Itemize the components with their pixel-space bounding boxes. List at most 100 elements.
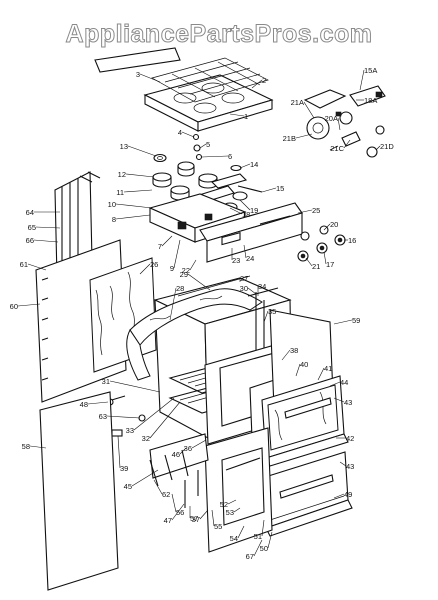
- callout-label: 67: [246, 552, 254, 561]
- callout-label: 16: [348, 236, 356, 245]
- callout-label: 18A: [364, 96, 377, 105]
- leader-line: [253, 539, 263, 557]
- callout-label: 18: [242, 210, 250, 219]
- part-burner-grates: [151, 57, 269, 103]
- callout-label: 1: [244, 112, 248, 121]
- leader-line: [329, 381, 341, 387]
- part-control-knobs: [297, 225, 346, 262]
- leader-line: [281, 349, 291, 361]
- leader-line: [117, 435, 121, 469]
- leader-line: [333, 493, 345, 499]
- part-burner-heads: [152, 161, 218, 201]
- leader-line: [123, 189, 153, 193]
- leader-line: [263, 310, 269, 323]
- leader-line: [133, 397, 175, 431]
- callout-label: 41: [324, 364, 332, 373]
- callout-label: 65: [28, 223, 36, 232]
- callout-label: 44: [340, 378, 348, 387]
- leader-line: [139, 73, 161, 83]
- callout-label: 2: [262, 76, 266, 85]
- callout-label: 5: [206, 140, 210, 149]
- callout-label: 42: [346, 434, 354, 443]
- callout-label: 8: [112, 215, 116, 224]
- leader-line: [239, 199, 251, 211]
- leader-line: [189, 259, 197, 271]
- callout-label: 51: [254, 532, 262, 541]
- callout-label: 14: [250, 160, 258, 169]
- leader-line: [211, 509, 215, 527]
- leader-line: [227, 499, 237, 505]
- leader-line: [173, 239, 181, 269]
- leader-line: [35, 226, 61, 229]
- callout-label: 33: [126, 426, 134, 435]
- leader-line: [161, 235, 173, 247]
- leader-line: [295, 133, 313, 139]
- part-drawer-body: [149, 427, 273, 553]
- leader-line: [261, 187, 277, 193]
- leader-line: [239, 163, 251, 169]
- leader-line: [169, 287, 177, 321]
- leader-line: [115, 214, 151, 220]
- leader-line: [337, 117, 341, 131]
- leader-line: [295, 363, 301, 377]
- leader-line: [333, 397, 345, 403]
- leader-line: [171, 493, 177, 513]
- callout-label: 64: [26, 208, 34, 217]
- callout-label: 57: [190, 514, 198, 523]
- leader-line: [201, 155, 229, 158]
- callout-label: 60: [10, 302, 18, 311]
- leader-line: [115, 203, 153, 209]
- callout-label: 15: [276, 184, 284, 193]
- leader-line: [87, 401, 109, 405]
- leader-line: [297, 209, 313, 214]
- leader-line: [17, 303, 41, 307]
- callout-label: 11: [116, 188, 124, 197]
- leader-line: [261, 519, 265, 537]
- callout-label: 48: [80, 400, 88, 409]
- callout-label: 63: [99, 412, 107, 421]
- callout-label: 35: [268, 307, 276, 316]
- callout-label: 32: [142, 434, 150, 443]
- leader-line: [359, 69, 365, 91]
- part-small-fittings: [153, 133, 242, 172]
- callout-label: 58: [22, 442, 30, 451]
- callout-label: 40: [300, 360, 308, 369]
- leader-line: [139, 263, 151, 275]
- leader-line: [191, 439, 207, 449]
- leader-line: [237, 525, 245, 539]
- leader-line: [149, 401, 181, 439]
- callout-label: 56: [176, 508, 184, 517]
- callout-label: 27: [240, 274, 248, 283]
- callout-label: 31: [102, 377, 110, 386]
- part-cooktop-top: [143, 74, 274, 132]
- leader-line: [127, 145, 157, 157]
- callout-label: 52: [220, 500, 228, 509]
- callout-label: 50: [260, 544, 268, 553]
- leader-line: [243, 244, 247, 259]
- callout-label: 29: [180, 270, 188, 279]
- callout-label: 22: [182, 266, 190, 275]
- callout-label: 12: [118, 170, 126, 179]
- callout-label: 17: [326, 260, 334, 269]
- leader-line: [323, 223, 331, 231]
- callout-label: 9: [170, 264, 174, 273]
- leader-line: [229, 113, 245, 117]
- part-control-panel: [199, 202, 303, 263]
- leader-line: [181, 131, 195, 138]
- part-oven-door: [261, 375, 349, 467]
- callout-label: 36: [184, 444, 192, 453]
- leader-line: [199, 143, 207, 149]
- leader-line: [305, 257, 313, 267]
- callout-label: 10: [108, 200, 116, 209]
- leader-line: [27, 263, 47, 271]
- part-timer-detail-inset: [303, 85, 386, 158]
- leader-line: [339, 461, 347, 467]
- callout-label: 21D: [380, 142, 394, 151]
- callout-label: 25: [312, 206, 320, 215]
- callout-label: 66: [26, 236, 34, 245]
- callout-label: 43: [346, 462, 354, 471]
- part-front-panel: [39, 391, 119, 591]
- leader-line: [333, 319, 353, 325]
